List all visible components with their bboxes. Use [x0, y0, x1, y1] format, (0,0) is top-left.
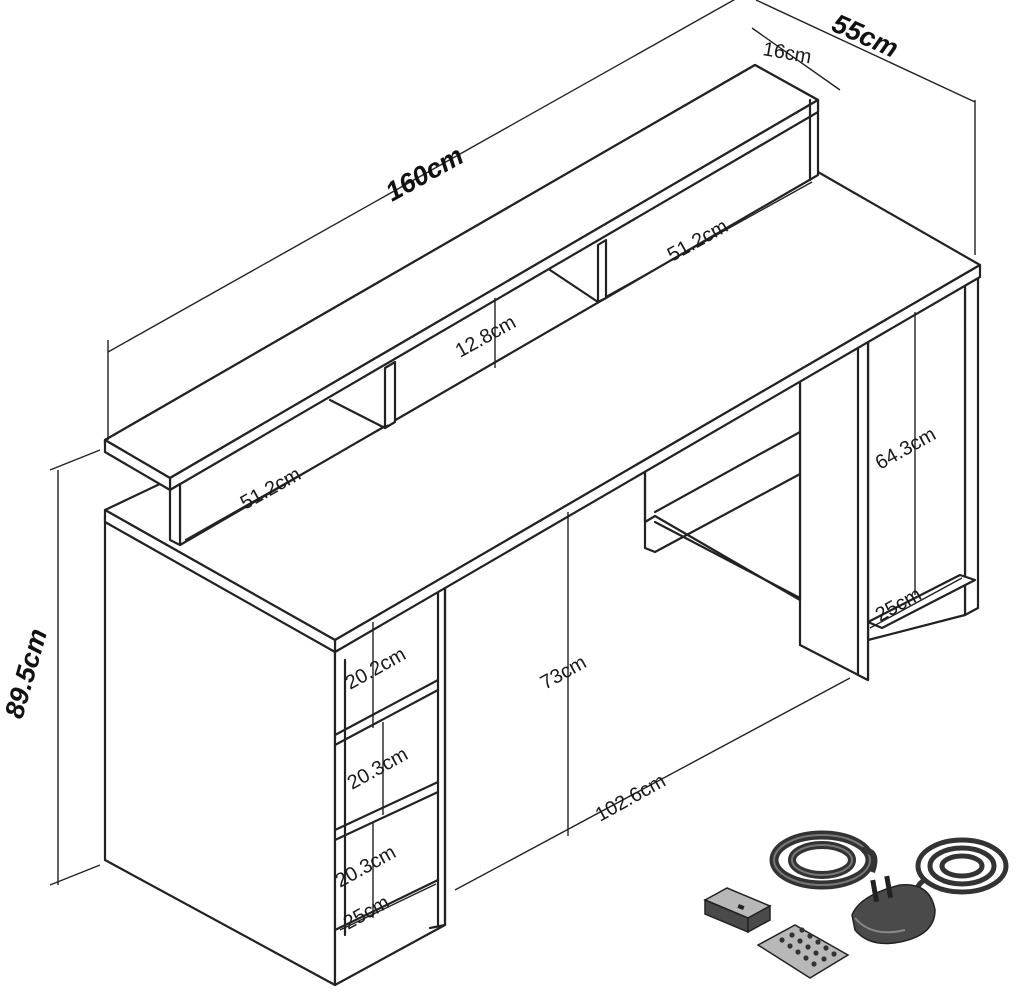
- label-height: 89.5cm: [0, 625, 53, 721]
- right-back-leg: [963, 270, 980, 617]
- shelf-line-1: [333, 678, 440, 737]
- label-hutch-depth: 16cm: [761, 38, 813, 68]
- middle-support-shelf: [653, 430, 802, 514]
- hutch-left-side: [168, 482, 182, 547]
- right-front-leg-edge: [856, 336, 870, 682]
- dimension-lines: [49, 0, 976, 931]
- led-strip-icon: [769, 830, 878, 890]
- shelf-line-2: [333, 780, 440, 832]
- label-depth: 55cm: [828, 8, 903, 63]
- led-kit: [703, 830, 1009, 979]
- hutch-divider-1: [383, 360, 397, 430]
- label-knee-width: 102.6cm: [592, 770, 670, 826]
- label-width: 160cm: [380, 140, 468, 207]
- remote-control-icon: [756, 924, 850, 979]
- hutch-divider-2: [596, 238, 608, 304]
- desk-drawing: [103, 63, 982, 987]
- shelf-line-3: [333, 878, 440, 932]
- label-knee-height: 73cm: [537, 651, 590, 694]
- controller-box-icon: [703, 887, 772, 934]
- desktop-left-edge: [103, 508, 337, 654]
- power-adapter-icon: [851, 837, 1009, 945]
